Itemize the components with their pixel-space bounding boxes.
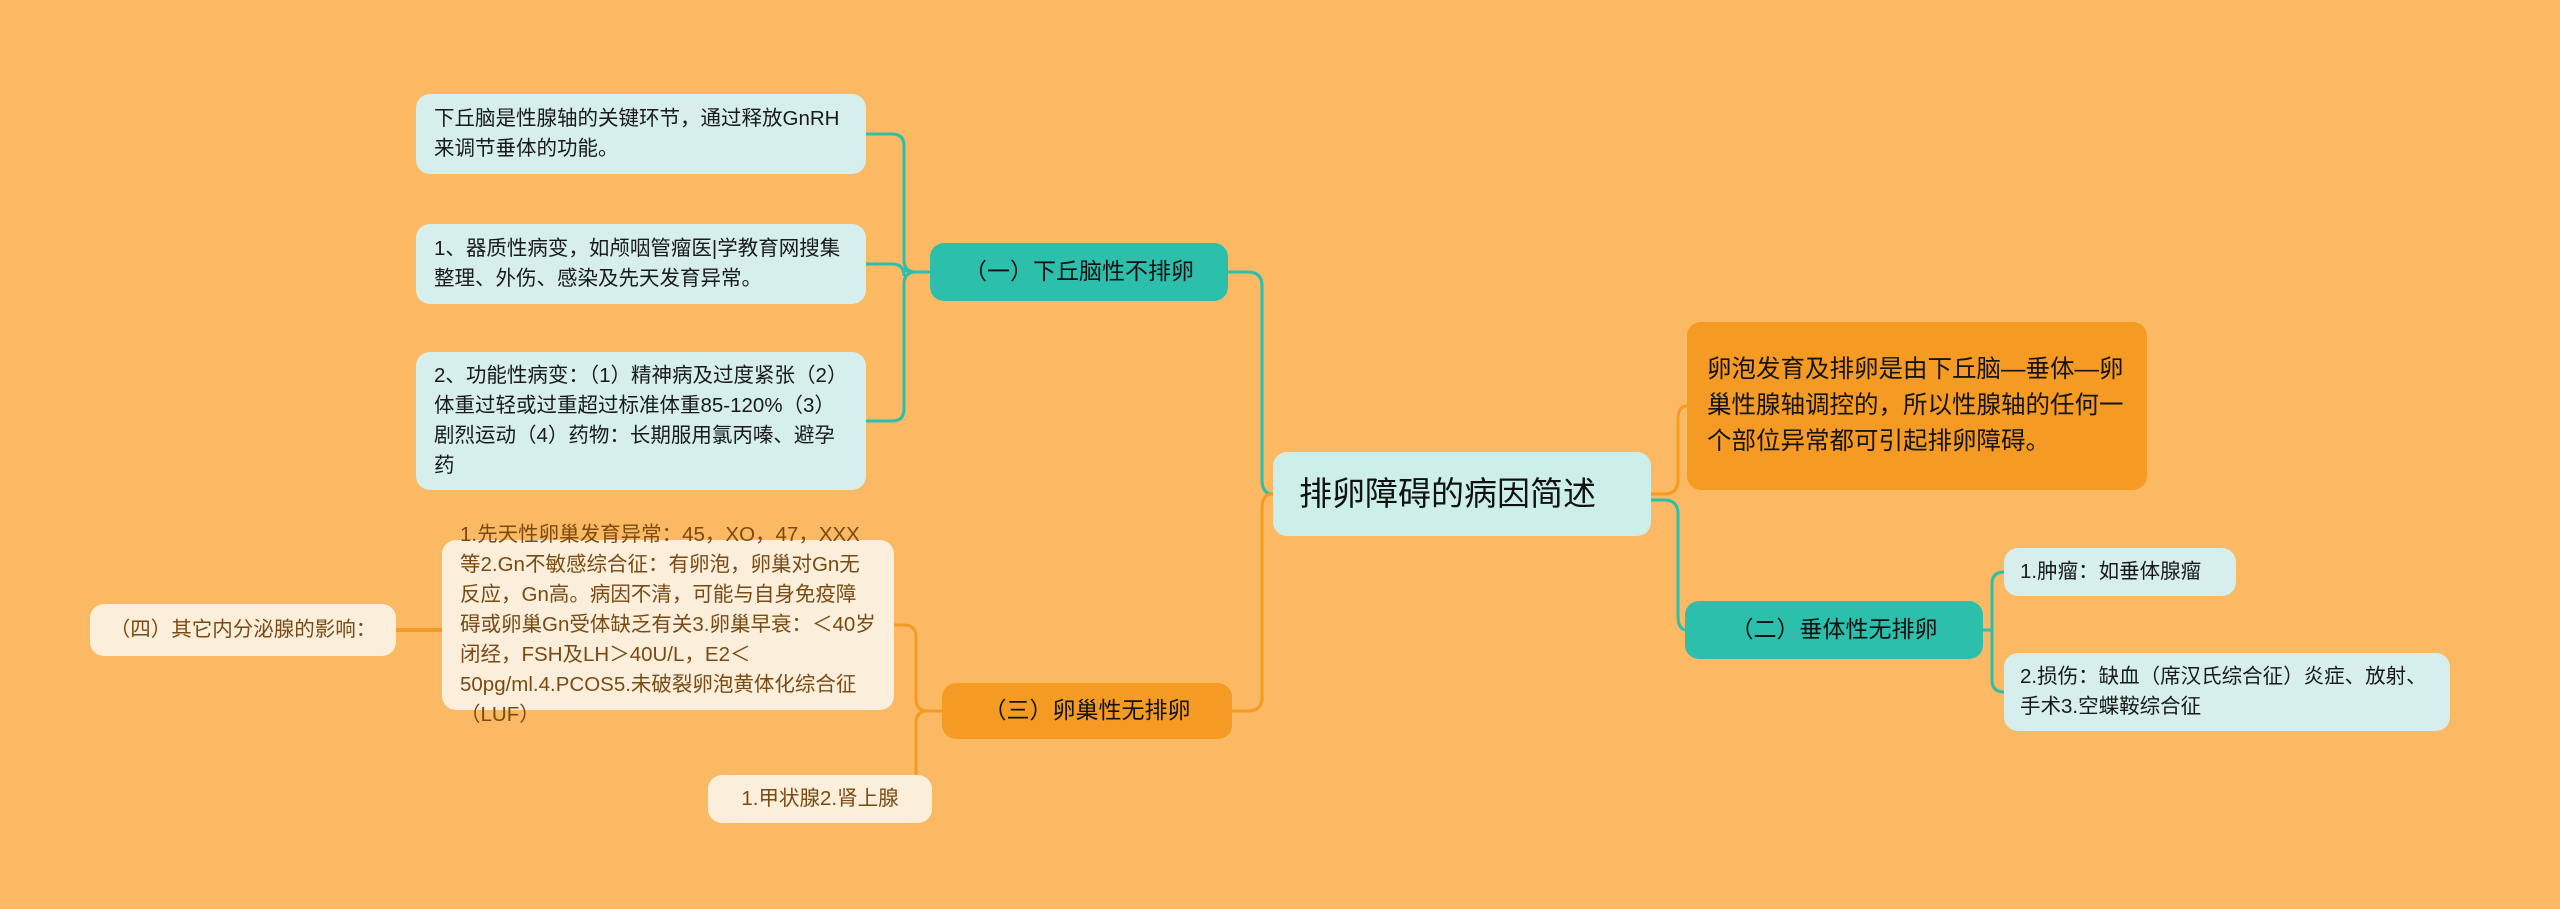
node-ovarian-causes[interactable]: 1.先天性卵巢发育异常：45，XO，47，XXX等2.Gn不敏感综合征：有卵泡，… [442,523,894,726]
node-text: 2、功能性病变：（1）精神病及过度紧张（2）体重过轻或过重超过标准体重85-12… [434,364,848,477]
node-organic-lesion[interactable]: 1、器质性病变，如颅咽管瘤医|学教育网搜集整理、外伤、感染及先天发育异常。 [416,224,866,304]
edge-branch2-child1 [1983,570,2005,632]
node-text: 下丘脑是性腺轴的关键环节，通过释放GnRH来调节垂体的功能。 [434,107,840,160]
branch-label: （四）其它内分泌腺的影响： [109,618,377,642]
edge-branch1-child1 [866,132,930,274]
branch-ovarian-anovulation[interactable]: （三）卵巢性无排卵 [942,683,1232,739]
title-text: 排卵障碍的病因简述 [1299,474,1596,512]
edge-center-branch1 [1228,270,1274,496]
node-text: 2.损伤：缺血（席汉氏综合征）炎症、放射、手术3.空蝶鞍综合征 [2020,665,2427,718]
node-functional-lesion[interactable]: 2、功能性病变：（1）精神病及过度紧张（2）体重过轻或过重超过标准体重85-12… [416,352,866,490]
node-text: 1.甲状腺2.肾上腺 [741,787,899,811]
edge-center-branch3 [1232,492,1274,713]
edge-branch3-child-ovary [894,623,942,713]
edge-branch1-child2 [866,262,930,277]
node-gonadal-axis-note[interactable]: 卵泡发育及排卵是由下丘脑—垂体—卵巢性腺轴调控的，所以性腺轴的任何一个部位异常都… [1687,322,2147,490]
node-text: 1、器质性病变，如颅咽管瘤医|学教育网搜集整理、外伤、感染及先天发育异常。 [434,237,841,290]
node-text: 卵泡发育及排卵是由下丘脑—垂体—卵巢性腺轴调控的，所以性腺轴的任何一个部位异常都… [1707,356,2124,455]
branch-label: （二）垂体性无排卵 [1730,616,1938,643]
branch-hypothalamic-anovulation[interactable]: （一）下丘脑性不排卵 [930,243,1228,301]
edge-branch1-child3 [866,270,930,423]
branch-label: （三）卵巢性无排卵 [983,697,1191,724]
edge-center-branch2 [1651,498,1688,632]
branch-other-endocrine-glands[interactable]: （四）其它内分泌腺的影响： [90,604,396,656]
edge-branch2-child2 [1983,628,2005,694]
node-thyroid-adrenal[interactable]: 1.甲状腺2.肾上腺 [708,775,932,823]
edge-center-note [1651,404,1688,496]
page-title[interactable]: 排卵障碍的病因简述 [1273,452,1651,536]
branch-label: （一）下丘脑性不排卵 [964,258,1194,285]
branch-pituitary-anovulation[interactable]: （二）垂体性无排卵 [1685,601,1983,659]
node-pituitary-injury[interactable]: 2.损伤：缺血（席汉氏综合征）炎症、放射、手术3.空蝶鞍综合征 [2004,653,2450,731]
node-pituitary-tumor[interactable]: 1.肿瘤：如垂体腺瘤 [2004,548,2236,596]
node-text: 1.肿瘤：如垂体腺瘤 [2020,560,2202,584]
node-text: 1.先天性卵巢发育异常：45，XO，47，XXX等2.Gn不敏感综合征：有卵泡，… [460,523,876,726]
node-hypothalamus-description[interactable]: 下丘脑是性腺轴的关键环节，通过释放GnRH来调节垂体的功能。 [416,94,866,174]
